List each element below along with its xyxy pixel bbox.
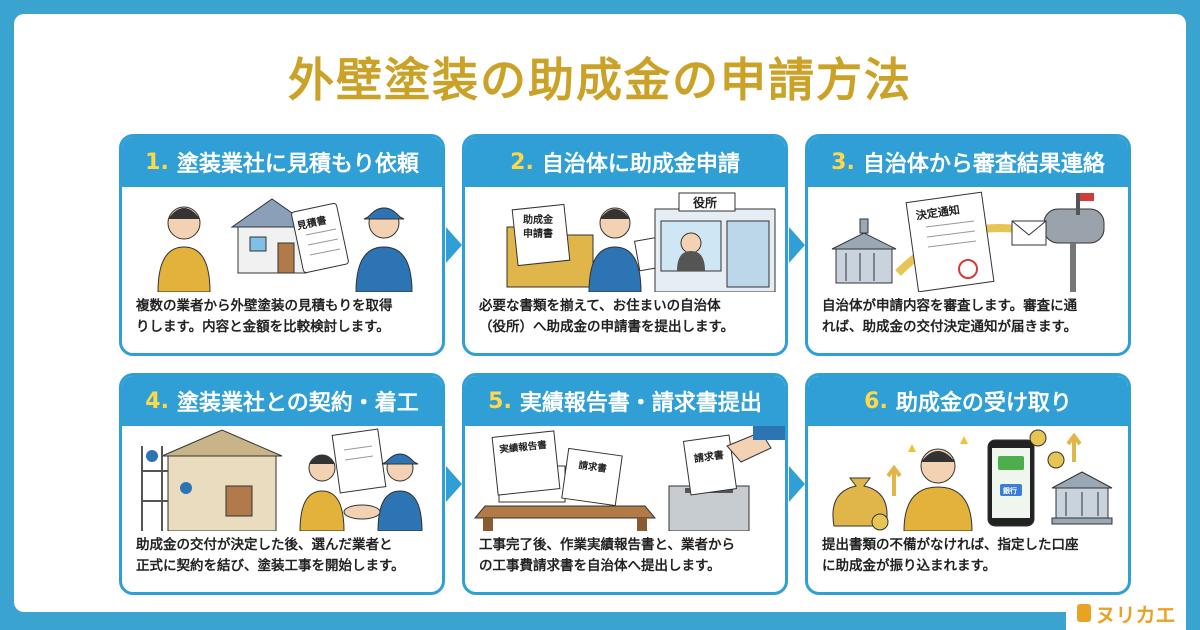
step-description: 自治体が申請内容を審査します。審査に通 れば、助成金の交付決定通知が届きます。 bbox=[822, 298, 1078, 335]
logo-mark-icon bbox=[1076, 604, 1091, 622]
customer-figure bbox=[157, 206, 211, 292]
step-heading: 3. 自治体から審査結果連絡 bbox=[808, 137, 1128, 187]
mailbox-icon bbox=[1011, 193, 1105, 292]
step-description: 必要な書類を揃えて、お住まいの自治体 （役所）へ助成金の申請書を提出します。 bbox=[479, 298, 735, 335]
arrow-icon bbox=[789, 466, 805, 502]
doc-label: 請求書 bbox=[693, 448, 725, 465]
bank-button-label: 銀行 bbox=[1003, 486, 1017, 495]
step-description: 提出書類の不備がなければ、指定した口座 に助成金が振り込まれます。 bbox=[822, 537, 1079, 574]
step-heading: 1. 塗装業社に見積もり依頼 bbox=[122, 137, 442, 187]
money-bag-icon bbox=[832, 464, 902, 531]
step-card-2: 2. 自治体に助成金申請 助成金 申請書 bbox=[462, 134, 788, 356]
office-counter bbox=[654, 192, 776, 292]
step-heading: 4. 塗装業社との契約・着工 bbox=[122, 376, 442, 426]
coin-icons bbox=[1029, 429, 1082, 469]
office-sign: 役所 bbox=[693, 195, 717, 210]
applicant-figure bbox=[588, 207, 665, 292]
step-title: 自治体に助成金申請 bbox=[541, 152, 740, 177]
submission-box bbox=[668, 426, 785, 531]
step-title: 塗装業社との契約・着工 bbox=[176, 391, 419, 416]
estimate-illustration: 見積書 bbox=[122, 187, 442, 292]
arrow-icon bbox=[446, 466, 462, 502]
arrow-icon bbox=[789, 227, 805, 263]
step-description: 複数の業者から外壁塗装の見積もりを取得 りします。内容と金額を比較検討します。 bbox=[136, 298, 393, 335]
doc-label: 決定通知 bbox=[915, 202, 961, 222]
step-card-3: 3. 自治体から審査結果連絡 決定通知 bbox=[805, 134, 1131, 356]
painter-figure bbox=[355, 207, 413, 292]
application-illustration: 助成金 申請書 役所 bbox=[465, 187, 785, 292]
step-number: 6. bbox=[864, 388, 888, 414]
step-title: 助成金の受け取り bbox=[895, 391, 1072, 416]
receipt-illustration: 銀行 bbox=[808, 426, 1128, 531]
step-heading: 6. 助成金の受け取り bbox=[808, 376, 1128, 426]
folder-icon bbox=[506, 203, 594, 288]
desk-with-documents bbox=[473, 430, 657, 531]
step-number: 1. bbox=[145, 149, 169, 175]
step-description: 助成金の交付が決定した後、選んだ業者と 正式に契約を結び、塗装工事を開始します。 bbox=[136, 537, 405, 574]
step-number: 5. bbox=[488, 388, 512, 414]
logo-text: ヌリカエ bbox=[1095, 602, 1176, 627]
step-description: 工事完了後、作業実績報告書と、業者から の工事費請求書を自治体へ提出します。 bbox=[479, 537, 735, 574]
notice-document bbox=[905, 191, 995, 292]
city-hall-icon bbox=[831, 218, 897, 284]
step-number: 2. bbox=[510, 149, 534, 175]
doc-label: 助成金 bbox=[523, 213, 554, 226]
doc-label: 申請書 bbox=[523, 227, 553, 240]
house-icon bbox=[230, 198, 314, 274]
contract-document bbox=[331, 428, 387, 494]
step-title: 塗装業社に見積もり依頼 bbox=[176, 152, 419, 177]
step-number: 3. bbox=[831, 149, 855, 175]
smartphone-icon bbox=[987, 439, 1035, 527]
handshake-figures bbox=[299, 453, 423, 531]
doc-label: 請求書 bbox=[578, 459, 608, 475]
step-card-5: 5. 実績報告書・請求書提出 実績報告書 請求書 請求書 bbox=[462, 373, 788, 595]
doc-label: 実績報告書 bbox=[499, 439, 548, 456]
step-title: 実績報告書・請求書提出 bbox=[519, 391, 762, 416]
contract-illustration bbox=[122, 426, 442, 531]
report-illustration: 実績報告書 請求書 請求書 bbox=[465, 426, 785, 531]
arrow-icon bbox=[446, 227, 462, 263]
brand-logo: ヌリカエ bbox=[1066, 596, 1186, 630]
scaffold-house bbox=[141, 429, 283, 531]
step-number: 4. bbox=[145, 388, 169, 414]
step-heading: 5. 実績報告書・請求書提出 bbox=[465, 376, 785, 426]
step-title: 自治体から審査結果連絡 bbox=[862, 152, 1105, 177]
page-title: 外壁塗装の助成金の申請方法 bbox=[288, 53, 912, 107]
step-card-1: 1. 塗装業社に見積もり依頼 見積書 bbox=[119, 134, 445, 356]
clipboard-icon bbox=[291, 202, 349, 274]
step-card-4: 4. 塗装業社との契約・着工 bbox=[119, 373, 445, 595]
recipient-figure bbox=[903, 436, 973, 531]
step-heading: 2. 自治体に助成金申請 bbox=[465, 137, 785, 187]
step-card-6: 6. 助成金の受け取り 銀行 bbox=[805, 373, 1131, 595]
bank-icon bbox=[1051, 471, 1113, 525]
review-illustration: 決定通知 bbox=[808, 187, 1128, 292]
